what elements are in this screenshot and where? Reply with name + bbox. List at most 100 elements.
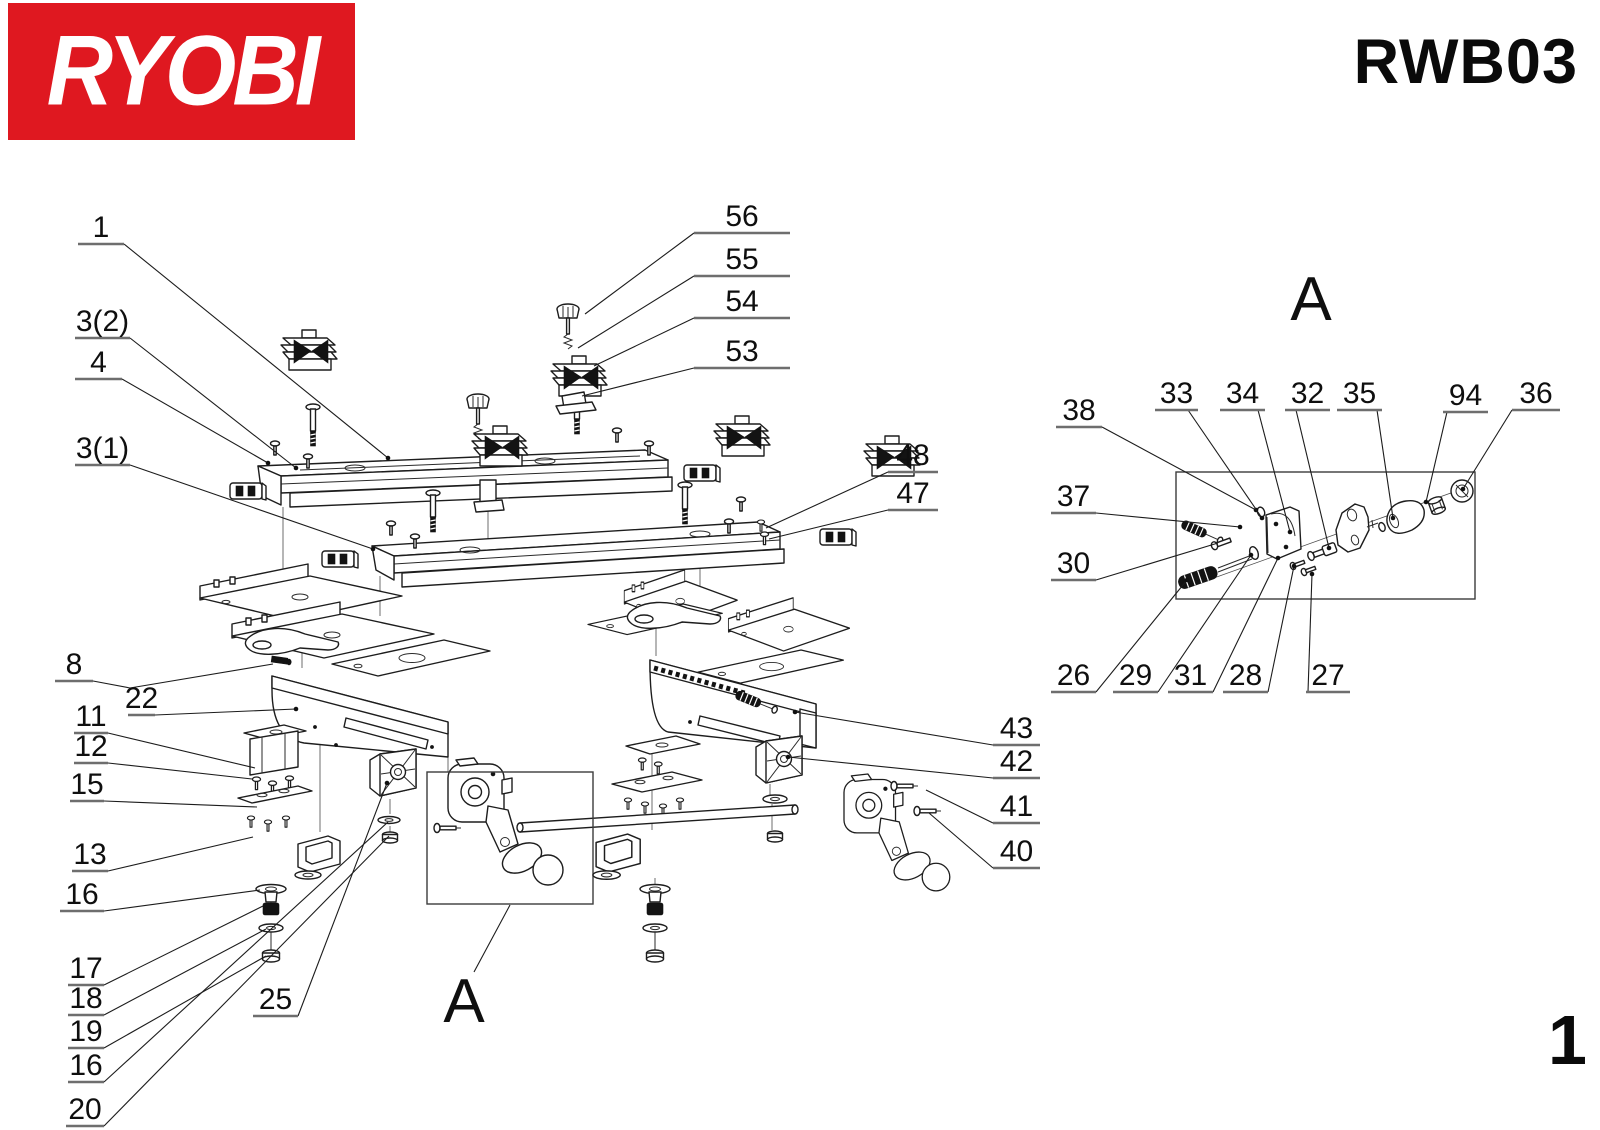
- leader-dot-43: [792, 709, 798, 715]
- left-channel-beam: [271, 675, 449, 758]
- leader-line-16: [103, 889, 261, 912]
- leader-dot-3(2): [293, 465, 299, 471]
- leader-line-20: [103, 835, 390, 1127]
- part-label-54: 54: [725, 285, 758, 318]
- leader-line-17: [103, 905, 264, 986]
- leader-dot-35: [1390, 515, 1396, 521]
- part-label-16: 16: [69, 1049, 102, 1082]
- leader-dot-32: [1326, 545, 1332, 551]
- leader-dot-34: [1287, 529, 1293, 535]
- tie-rod: [516, 804, 799, 833]
- leader-line-A: [473, 904, 511, 973]
- leader-line-40: [928, 812, 994, 869]
- leader-line-1: [123, 243, 389, 459]
- leader-line-55: [577, 275, 695, 349]
- pivot-pin: [270, 655, 292, 666]
- part-label-38: 38: [1062, 394, 1095, 427]
- leader-line-43: [794, 711, 994, 746]
- brand-name: RYOBI: [46, 15, 321, 127]
- part-label-33: 33: [1160, 377, 1193, 410]
- leader-dot-33: [1259, 515, 1265, 521]
- leader-line-16: [103, 821, 389, 1083]
- middle-leg-stack: [611, 735, 703, 816]
- leader-dot-31: [1275, 555, 1281, 561]
- leader-dot-25: [384, 780, 390, 786]
- leader-line-3(2): [129, 337, 297, 469]
- part-label-12: 12: [74, 730, 107, 763]
- model-number: RWB03: [1353, 27, 1578, 97]
- leader-line-4: [121, 378, 269, 464]
- leader-dot-37: [1237, 524, 1243, 530]
- leader-line-29: [1157, 554, 1252, 693]
- leader-line-18: [103, 928, 267, 1016]
- leader-line-56: [584, 232, 695, 315]
- part-label-94: 94: [1449, 379, 1482, 412]
- part-label-19: 19: [69, 1015, 102, 1048]
- part-label-42: 42: [1000, 745, 1033, 778]
- part-label-28: 28: [1229, 659, 1262, 692]
- top-rail: [257, 449, 673, 508]
- brand-logo: RYOBI: [8, 3, 355, 140]
- leader-dot-42: [785, 754, 791, 760]
- part-label-A: A: [443, 967, 485, 1036]
- part-label-47: 47: [896, 477, 929, 510]
- leader-dot-26: [1184, 577, 1190, 583]
- part-label-32: 32: [1291, 377, 1324, 410]
- part-label-55: 55: [725, 243, 758, 276]
- leader-dot-36: [1460, 486, 1466, 492]
- detail-reference-box: [426, 771, 594, 905]
- leader-dot-29: [1248, 552, 1254, 558]
- leader-line-48: [765, 471, 889, 529]
- leader-line-8: [92, 663, 274, 689]
- leader-line-54: [593, 317, 695, 367]
- part-label-13: 13: [73, 838, 106, 871]
- leader-line-94: [1425, 411, 1448, 503]
- leader-dot-28: [1291, 563, 1297, 569]
- leader-line-28: [1267, 565, 1295, 693]
- part-label-31: 31: [1174, 659, 1207, 692]
- leader-line-33: [1187, 409, 1263, 519]
- part-label-34: 34: [1226, 377, 1259, 410]
- crank-assembly-right: [843, 518, 1225, 892]
- leader-line-3(1): [129, 464, 374, 550]
- washer-stacks: [255, 794, 788, 963]
- part-label-3(1): 3(1): [76, 432, 129, 465]
- leader-line-47: [768, 509, 889, 540]
- leader-line-32: [1295, 409, 1330, 549]
- leader-line-11: [107, 732, 256, 769]
- leader-line-22: [154, 708, 297, 716]
- leader-dot-4: [265, 460, 271, 466]
- leader-line-37: [1095, 512, 1241, 528]
- right-channel-beam: [649, 659, 817, 749]
- part-label-30: 30: [1057, 547, 1090, 580]
- part-label-43: 43: [1000, 712, 1033, 745]
- detail-a-assembly: [1178, 479, 1474, 589]
- second-rail: [371, 481, 785, 588]
- part-label-1: 1: [93, 211, 110, 244]
- detail-a-box: [1175, 471, 1476, 600]
- part-label-20: 20: [68, 1093, 101, 1126]
- part-label-11: 11: [75, 700, 106, 733]
- part-label-A: A: [1290, 265, 1332, 334]
- leader-line-27: [1307, 573, 1313, 693]
- leader-line-19: [103, 955, 267, 1049]
- part-label-4: 4: [90, 346, 107, 379]
- bracket-plates: [199, 563, 851, 684]
- leader-line-38: [1101, 426, 1257, 511]
- page-number: 1: [1548, 1001, 1587, 1079]
- leader-line-12: [107, 762, 253, 780]
- part-label-22: 22: [125, 682, 158, 715]
- part-label-8: 8: [66, 648, 83, 681]
- leader-line-31: [1212, 557, 1279, 693]
- leader-line-53: [581, 367, 695, 397]
- part-label-15: 15: [70, 768, 103, 801]
- left-leg-stack: [237, 724, 313, 832]
- part-label-48: 48: [896, 439, 929, 472]
- part-label-37: 37: [1057, 480, 1090, 513]
- leader-dot-3(1): [370, 546, 376, 552]
- leader-line-25: [297, 782, 388, 1017]
- leader-line-36: [1462, 409, 1513, 490]
- spring-grip: [1178, 566, 1218, 589]
